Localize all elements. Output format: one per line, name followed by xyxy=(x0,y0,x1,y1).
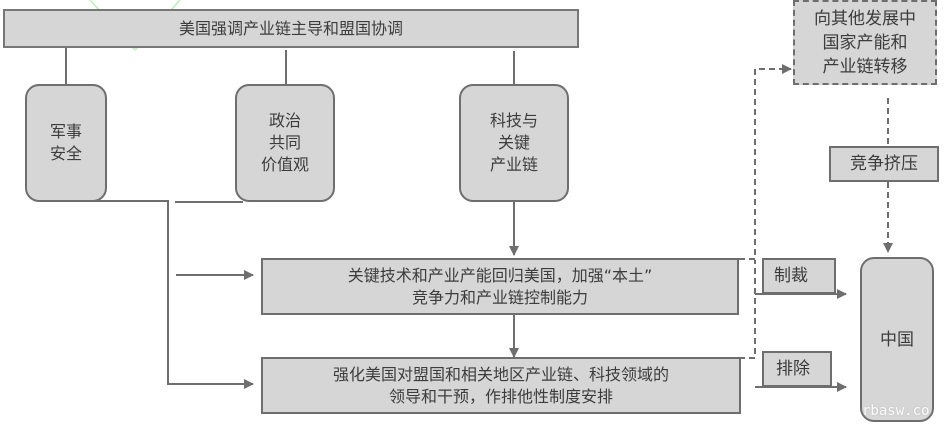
pillar-tech-line-3: 产业链 xyxy=(489,155,538,174)
pillar-political-line-3: 价值观 xyxy=(260,155,309,174)
connector-military-feeder xyxy=(66,200,254,389)
pillar-tech: 科技与 关键 产业链 xyxy=(459,84,569,202)
sanction-label-box: 制裁 xyxy=(762,258,836,294)
pillar-political-line-1: 政治 xyxy=(268,111,301,130)
dashed-arrow-to-transfer xyxy=(739,64,792,260)
china-label: 中国 xyxy=(880,329,914,350)
transfer-line-3: 产业链转移 xyxy=(822,56,908,77)
action-alliance: 强化美国对盟国和相关地区产业链、科技领域的 领导和干预，作排他性制度安排 xyxy=(261,357,741,414)
action-reshoring: 关键技术和产业产能回归美国，加强“本土” 竞争力和产业链控制能力 xyxy=(261,258,739,315)
dashed-alliance-to-transfer xyxy=(739,260,756,359)
pillar-military: 军事 安全 xyxy=(25,84,107,202)
pillar-political: 政治 共同 价值观 xyxy=(235,84,335,202)
transfer-line-2: 国家产能和 xyxy=(822,32,908,53)
watermark: rbasw.co xyxy=(862,403,930,419)
transfer-line-1: 向其他发展中 xyxy=(814,8,916,29)
pillar-tech-line-1: 科技与 xyxy=(489,111,538,130)
exclusion-label-box: 排除 xyxy=(762,351,832,387)
pillar-military-line-1: 军事 xyxy=(49,122,82,141)
pillar-political-line-2: 共同 xyxy=(268,133,301,152)
china-box: 中国 xyxy=(860,257,934,422)
title-box: 美国强调产业链主导和盟国协调 xyxy=(3,9,579,48)
sanction-label: 制裁 xyxy=(774,266,808,286)
squeeze-label-box: 竞争挤压 xyxy=(829,146,939,182)
pillar-tech-line-2: 关键 xyxy=(497,133,530,152)
action-reshoring-line-2: 竞争力和产业链控制能力 xyxy=(411,287,588,307)
action-alliance-line-2: 领导和干预，作排他性制度安排 xyxy=(388,386,613,406)
pillar-military-line-2: 安全 xyxy=(49,144,82,163)
action-alliance-line-1: 强化美国对盟国和相关地区产业链、科技领域的 xyxy=(332,364,669,384)
exclusion-label: 排除 xyxy=(776,359,810,379)
squeeze-label: 竞争挤压 xyxy=(850,154,918,174)
transfer-box: 向其他发展中 国家产能和 产业链转移 xyxy=(793,0,937,85)
title-text: 美国强调产业链主导和盟国协调 xyxy=(178,18,403,38)
action-reshoring-line-1: 关键技术和产业产能回归美国，加强“本土” xyxy=(347,265,653,285)
